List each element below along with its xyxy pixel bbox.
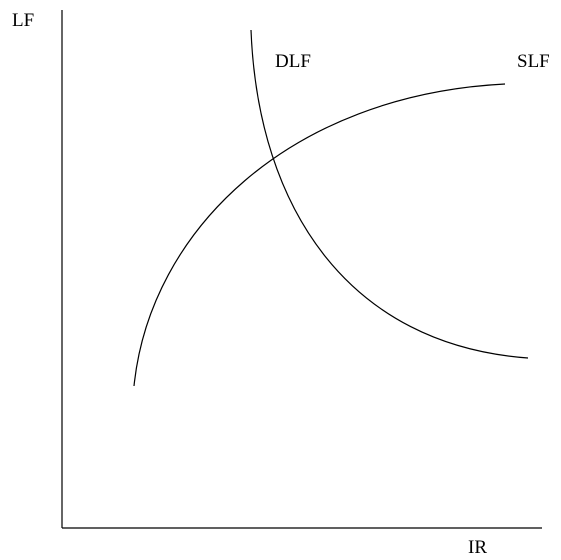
demand-curve <box>250 29 529 359</box>
supply-curve <box>133 83 506 387</box>
demand-curve-label: DLF <box>275 51 311 72</box>
y-axis-label: LF <box>12 10 34 31</box>
supply-curve-label: SLF <box>517 51 550 72</box>
x-axis-label: IR <box>468 537 487 558</box>
